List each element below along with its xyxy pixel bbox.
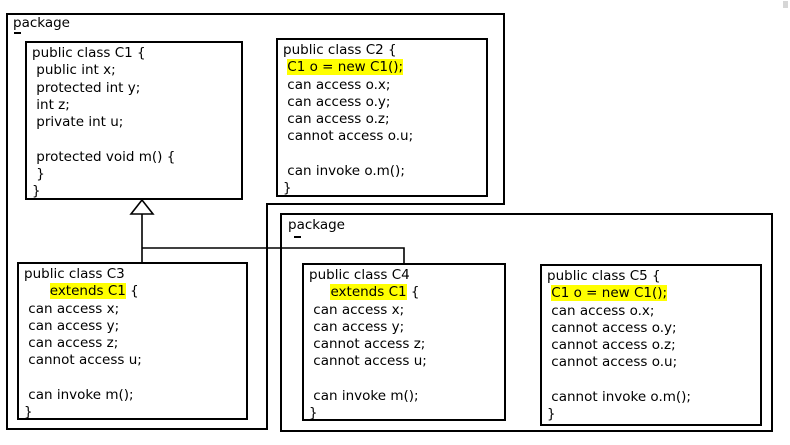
code-line: can invoke m(); [24,387,134,404]
code-line [24,370,244,387]
code-line: cannot access o.y; [547,319,677,336]
code-line: can access x; [309,301,405,318]
code-line: can access o.z; [283,111,390,128]
code-line: can access o.x; [547,302,655,319]
package2-sub-mark [294,236,301,238]
class-box-c4: public class C4 extends C1 { can access … [302,263,506,421]
code-line: cannot invoke o.m(); [547,389,691,406]
generalization-triangle-icon [129,198,155,215]
code-line: cannot access z; [309,336,426,353]
code-line: } [32,166,45,183]
code-line: can access z; [24,335,119,352]
code-line: can invoke m(); [309,388,419,405]
code-line: can access y; [309,318,405,335]
code-line: } [547,406,556,423]
package1-sub-mark [14,32,21,34]
code-line: public class C3 [24,266,125,282]
code-line: public class C2 { [283,42,397,58]
code-line: cannot access o.u; [283,128,414,145]
class-box-c1: public class C1 { public int x; protecte… [25,41,243,200]
code-line: C1 o = new C1(); [547,285,758,302]
code-line: can access y; [24,317,120,334]
code-line: } [309,405,318,421]
code-line [547,372,758,389]
code-line: public int x; [32,62,116,79]
package2-outline [280,213,773,432]
code-line: protected int y; [32,79,141,96]
code-line: public class C5 { [547,268,661,284]
code-line: public class C1 { [32,45,146,61]
code-line: cannot access o.z; [547,337,676,354]
package1-outline [6,13,505,430]
highlighted-code: extends C1 [330,284,407,301]
code-line: } [32,183,41,200]
class-box-c3: public class C3 extends C1 { can access … [17,262,248,420]
code-line: extends C1 { [330,284,420,301]
code-line: can invoke o.m(); [283,163,405,180]
code-line [32,131,239,148]
code-line: cannot access o.u; [547,354,678,371]
code-line: public class C4 [309,267,410,283]
code-line [283,146,484,163]
code-line: int z; [32,96,70,113]
code-line: can access o.x; [283,76,391,93]
package2-label: package [288,217,345,233]
class-box-c2: public class C2 { C1 o = new C1(); can a… [276,38,488,197]
code-line: can access o.y; [283,93,391,110]
highlighted-code: C1 o = new C1(); [551,285,668,302]
code-line: C1 o = new C1(); [283,59,484,76]
highlighted-code: C1 o = new C1(); [287,59,404,76]
code-line: } [24,404,33,420]
code-line: extends C1 { [49,283,139,300]
highlighted-code: extends C1 [49,283,126,300]
code-line [309,371,502,388]
code-line: cannot access u; [24,352,142,369]
code-line: private int u; [32,114,124,131]
code-line: cannot access u; [309,353,427,370]
code-line: can access x; [24,300,120,317]
code-line: protected void m() { [32,148,176,165]
class-box-c5: public class C5 { C1 o = new C1(); can a… [540,264,762,426]
inheritance-line-c4-to-c1 [142,247,405,263]
screen-corner-artifact [783,1,788,8]
code-line: } [283,180,292,197]
package1-label: package [13,15,70,31]
